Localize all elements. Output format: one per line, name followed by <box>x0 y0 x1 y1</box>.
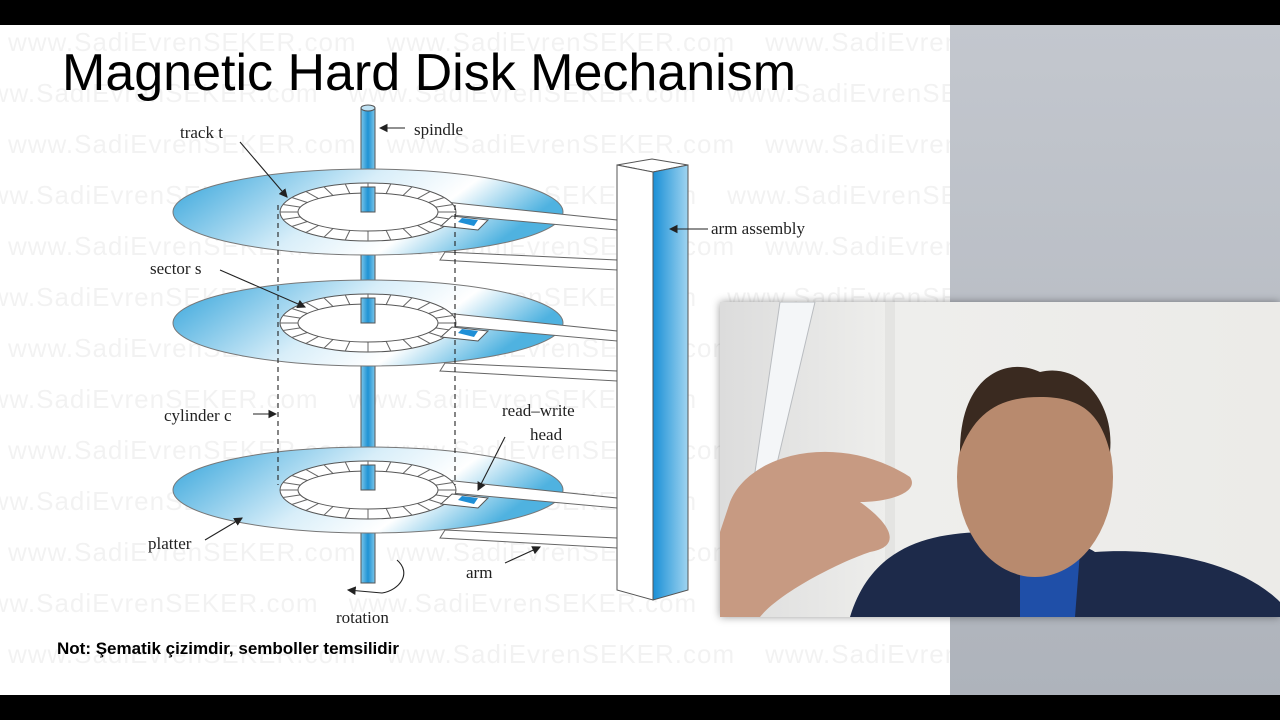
watermark-text: www.SadiEvrenSEKER.com <box>348 78 698 108</box>
watermark-text: www.SadiEvrenSEKER.com <box>386 27 736 57</box>
label-read-write: read–write <box>502 401 575 420</box>
platter <box>172 446 618 549</box>
label-arm-assembly: arm assembly <box>711 219 805 238</box>
watermark-text: www.SadiEvrenSEKER.com <box>727 180 950 210</box>
label-cylinder: cylinder c <box>164 406 232 425</box>
watermark-row: www.SadiEvrenSEKER.com www.SadiEvrenSEKER… <box>0 78 950 109</box>
label-rotation: rotation <box>336 608 389 627</box>
read-write-head <box>458 218 478 226</box>
arm-assembly <box>616 158 689 601</box>
watermark-text: www.SadiEvrenSEKER.com <box>386 639 736 669</box>
watermark-text: www.SadiEvrenSEKER.com <box>8 537 357 567</box>
watermark-text: www.SadiEvrenSEKER.com <box>8 639 357 669</box>
slide: www.SadiEvrenSEKER.com www.SadiEvrenSEKER… <box>0 25 950 695</box>
label-sector: sector s <box>150 259 201 278</box>
watermark-text: www.SadiEvrenSEKER.com <box>765 27 950 57</box>
watermark-text: www.SadiEvrenSEKER.com <box>0 384 319 414</box>
letterbox-bottom <box>0 695 1280 720</box>
watermark-text: www.SadiEvrenSEKER.com <box>386 129 736 159</box>
presenter-webcam <box>720 302 1280 617</box>
watermark-text: www.SadiEvrenSEKER.com <box>765 129 950 159</box>
slide-note: Not: Şematik çizimdir, semboller temsili… <box>57 639 399 658</box>
watermark-row: www.SadiEvrenSEKER.com www.SadiEvrenSEKER… <box>8 27 950 58</box>
platter <box>172 279 618 382</box>
watermark-text: www.SadiEvrenSEKER.com <box>8 129 357 159</box>
watermark-text: www.SadiEvrenSEKER.com <box>0 588 319 618</box>
label-arm: arm <box>466 563 492 582</box>
label-spindle: spindle <box>414 120 463 139</box>
letterbox-top <box>0 0 1280 25</box>
watermark-text: www.SadiEvrenSEKER.com <box>765 231 950 261</box>
platter <box>172 168 618 271</box>
read-write-head <box>458 329 478 337</box>
watermark-text: www.SadiEvrenSEKER.com <box>765 639 950 669</box>
watermark-row: www.SadiEvrenSEKER.com www.SadiEvrenSEKER… <box>8 129 950 160</box>
watermark-text: www.SadiEvrenSEKER.com <box>727 78 950 108</box>
watermark-text: www.SadiEvrenSEKER.com <box>8 27 357 57</box>
watermark-text: www.SadiEvrenSEKER.com <box>0 78 319 108</box>
label-track: track t <box>180 123 223 142</box>
presenter-video-icon <box>720 302 1280 617</box>
slide-title: Magnetic Hard Disk Mechanism <box>62 44 797 102</box>
label-head: head <box>530 425 563 444</box>
read-write-head <box>458 496 478 504</box>
label-platter: platter <box>148 534 192 553</box>
hard-disk-diagram: spindle track t sector s cylinder c read… <box>148 104 805 627</box>
watermark-row: www.SadiEvrenSEKER.com www.SadiEvrenSEKER… <box>8 639 950 670</box>
